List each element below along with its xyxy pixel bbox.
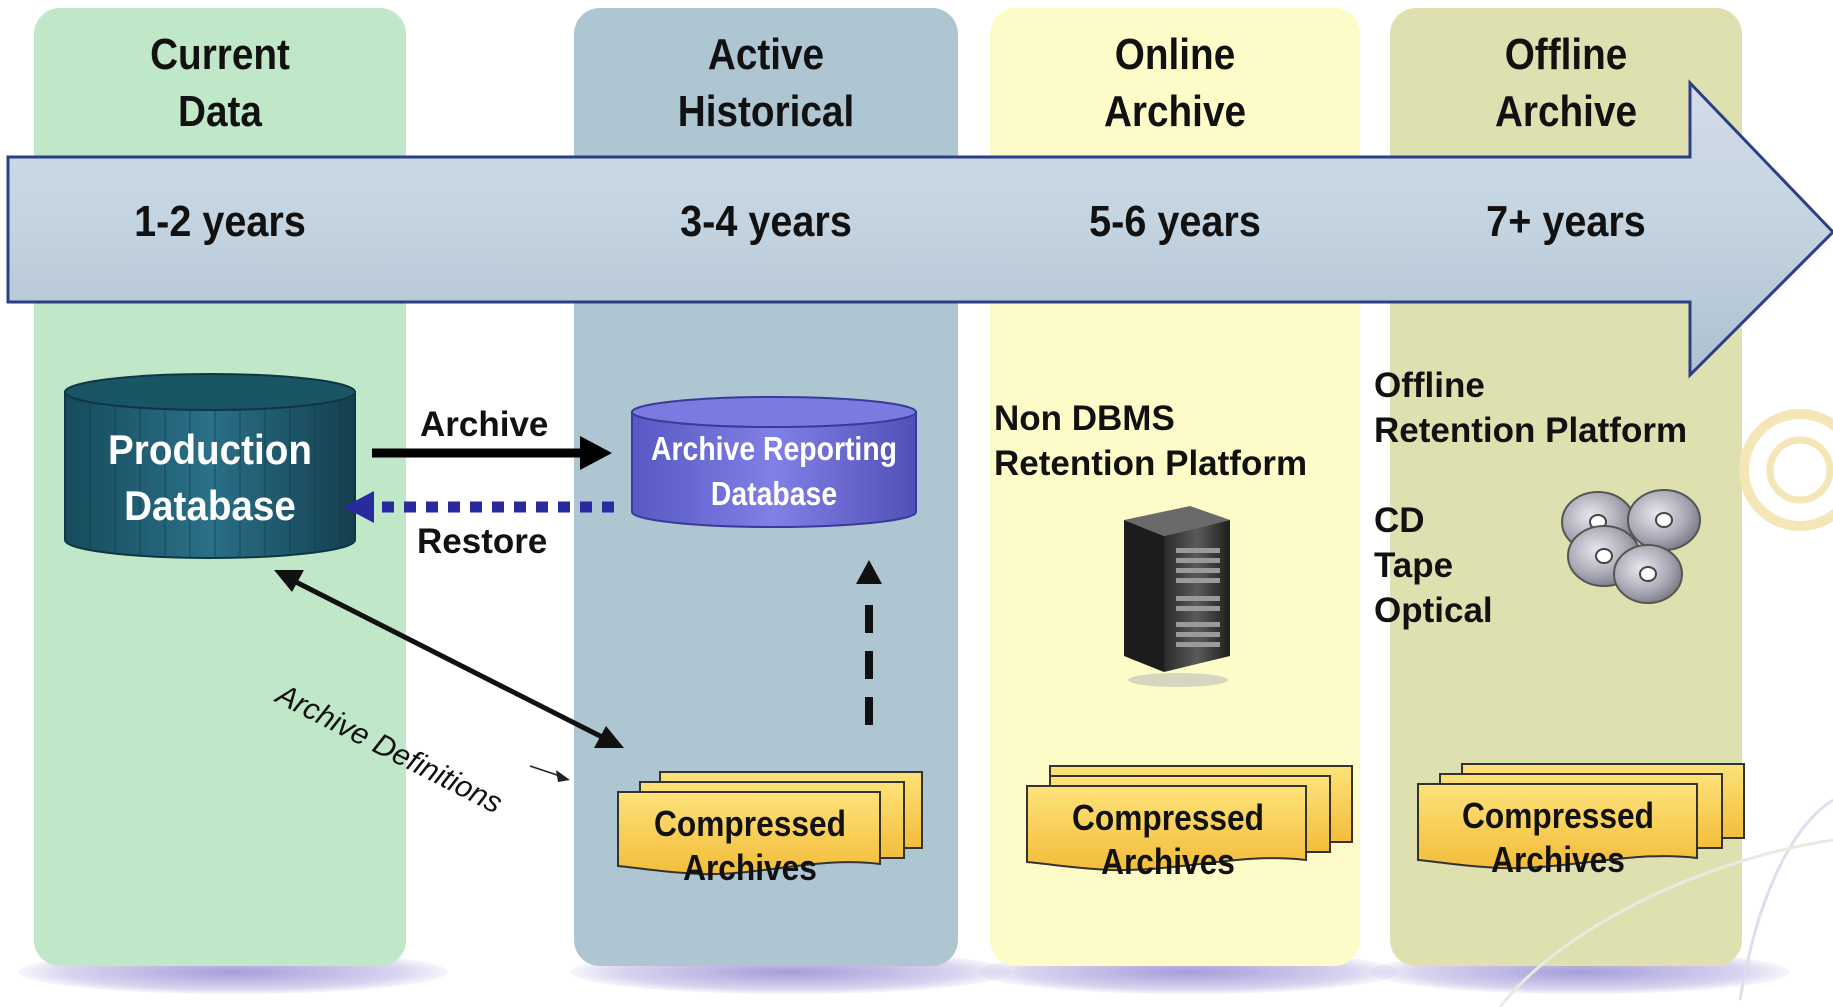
reporting-database-cylinder: [631, 396, 917, 528]
optical-discs-icon: [1561, 489, 1701, 604]
media-item: Optical: [1374, 591, 1493, 630]
media-list: CD Tape Optical: [1374, 498, 1493, 633]
compressed-archives-stack-3: [1417, 763, 1745, 870]
deco-ring: [1766, 436, 1833, 504]
upward-dashed-arrow: [856, 560, 882, 725]
deco-ring: [1739, 409, 1833, 531]
server-tower-icon: [1124, 506, 1230, 687]
archive-definitions-arrow: [274, 570, 624, 782]
years-label: 5-6 years: [1089, 197, 1261, 246]
deco-curve: [1498, 838, 1833, 1007]
restore-label: Restore: [417, 522, 548, 561]
years-label: 7+ years: [1486, 197, 1646, 246]
archive-arrow: [372, 436, 612, 470]
timeline-arrow: [6, 79, 1833, 379]
years-label: 1-2 years: [134, 197, 306, 246]
years-label: 3-4 years: [680, 197, 852, 246]
restore-arrow: [344, 491, 614, 523]
compressed-archives-stack-2: [1026, 765, 1353, 872]
media-item: Tape: [1374, 546, 1454, 585]
compressed-archives-stack-1: [617, 771, 923, 876]
deco-curve: [1738, 798, 1833, 1001]
archive-label: Archive: [420, 405, 549, 444]
production-database-cylinder: [64, 373, 356, 559]
media-item: CD: [1374, 501, 1425, 540]
